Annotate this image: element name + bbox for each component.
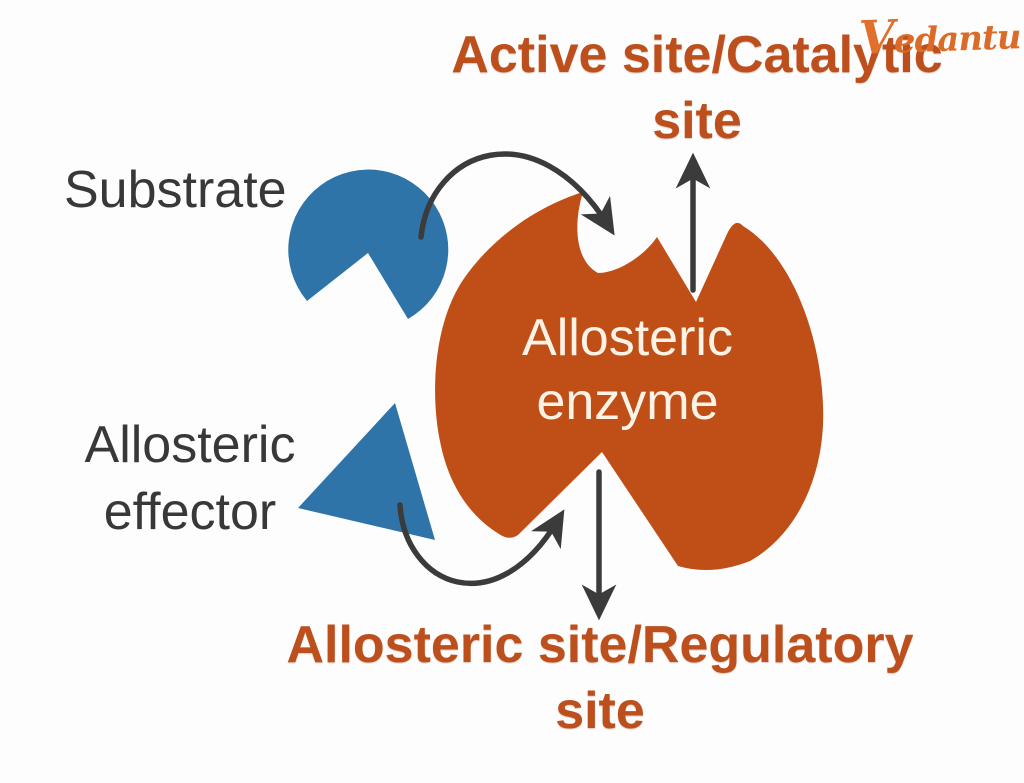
- enzyme-blob-shape: [435, 192, 824, 570]
- allosteric-site-label-line1: Allosteric site/Regulatory: [286, 616, 914, 674]
- effector-to-allosteric-site-arrow: [397, 502, 565, 587]
- substrate-to-active-site-arrow: [418, 151, 615, 240]
- enzyme-label-line1: Allosteric: [522, 309, 733, 367]
- enzyme-label: Allosteric enzyme: [455, 306, 800, 434]
- active-site-label: Active site/Catalytic site: [397, 22, 997, 154]
- effector-label: Allosteric effector: [40, 412, 340, 546]
- allosteric-site-label: Allosteric site/Regulatory site: [212, 612, 988, 744]
- effector-label-line2: effector: [103, 483, 277, 541]
- substrate-shape: [288, 169, 449, 319]
- effector-label-line1: Allosteric: [84, 416, 296, 474]
- vedantu-logo: Vedantu: [857, 9, 1021, 65]
- active-site-label-line2: site: [652, 92, 742, 150]
- enzyme-label-line2: enzyme: [536, 373, 719, 431]
- active-site-label-line1: Active site/Catalytic: [451, 26, 943, 84]
- allosteric-site-label-line2: site: [555, 682, 645, 740]
- substrate-label: Substrate: [64, 161, 287, 219]
